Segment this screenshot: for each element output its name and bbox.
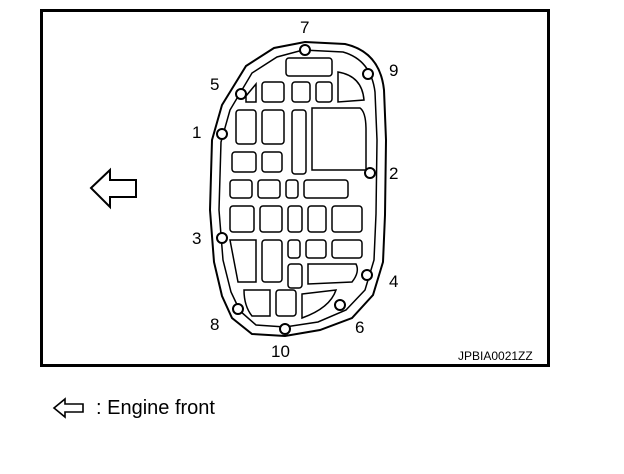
oil-pan-rib-structure <box>229 57 367 320</box>
diagram-frame <box>40 9 550 367</box>
bolt-10 <box>279 323 291 335</box>
figure-code: JPBIA0021ZZ <box>458 349 533 363</box>
bolt-6 <box>334 299 346 311</box>
oil-pan-outer-outline <box>208 40 388 338</box>
bolt-label-2: 2 <box>389 164 398 183</box>
bolt-label-3: 3 <box>192 229 201 248</box>
oil-pan-inner-outline <box>218 49 378 328</box>
bolt-label-9: 9 <box>389 61 398 80</box>
bolt-1 <box>216 128 228 140</box>
bolt-2 <box>364 167 376 179</box>
bolt-3 <box>216 232 228 244</box>
bolt-label-7: 7 <box>300 18 309 37</box>
legend-text: : Engine front <box>96 396 215 419</box>
bolt-4 <box>361 269 373 281</box>
engine-front-arrow-icon <box>89 167 137 210</box>
bolt-5 <box>235 88 247 100</box>
bolt-7 <box>299 44 311 56</box>
bolt-label-10: 10 <box>271 342 290 361</box>
bolt-label-8: 8 <box>210 315 219 334</box>
bolt-8 <box>232 303 244 315</box>
bolt-9 <box>362 68 374 80</box>
bolt-holes <box>216 44 376 335</box>
legend: : Engine front <box>52 396 215 420</box>
arrow-left-outline-icon <box>52 397 84 419</box>
bolt-label-4: 4 <box>389 272 398 291</box>
bolt-label-6: 6 <box>355 318 364 337</box>
bolt-label-5: 5 <box>210 75 219 94</box>
bolt-label-1: 1 <box>192 123 201 142</box>
